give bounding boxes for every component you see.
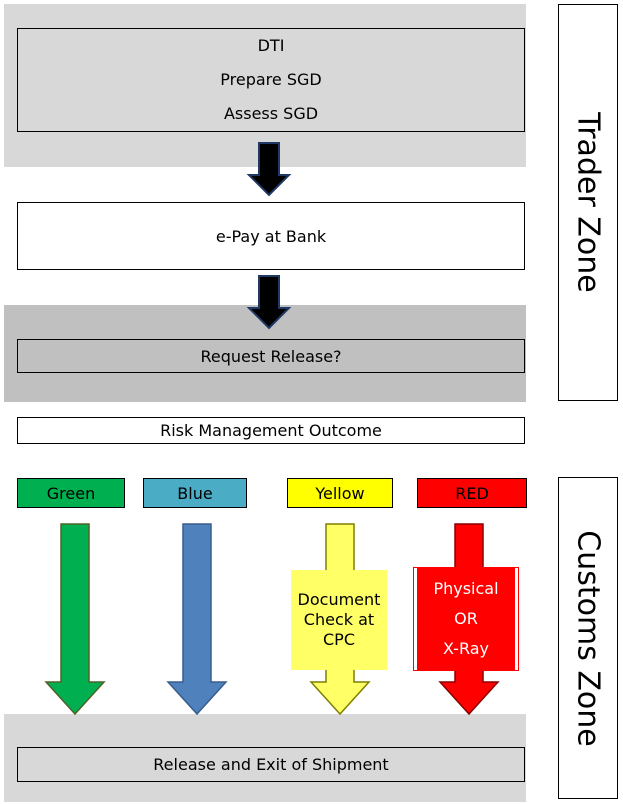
request-release-label: Request Release? xyxy=(200,346,342,366)
doc-check-line-3: CPC xyxy=(323,630,355,649)
customs-zone-panel: Customs Zone xyxy=(558,477,618,799)
trader-zone-label: Trader Zone xyxy=(570,112,606,293)
physical-line: Physical xyxy=(433,579,499,598)
release-band xyxy=(4,714,526,802)
doc-check-line-1: Document xyxy=(297,590,381,609)
doc-check-line-2: Check at xyxy=(303,610,375,629)
risk-outcome-label: Risk Management Outcome xyxy=(160,421,382,440)
release-exit-box: Release and Exit of Shipment xyxy=(17,747,525,782)
lane-green-label: Green xyxy=(46,483,96,503)
document-check-box: Document Check at CPC xyxy=(291,570,387,670)
assess-sgd-label: Assess SGD xyxy=(223,104,319,123)
dti-prepare-assess-box: DTI Prepare SGD Assess SGD xyxy=(17,28,525,132)
lane-blue-label: Blue xyxy=(177,483,213,503)
blue-lane-arrow xyxy=(166,523,228,716)
request-release-box: Request Release? xyxy=(17,339,525,373)
customs-zone-label: Customs Zone xyxy=(570,529,606,747)
lane-tag-blue: Blue xyxy=(143,478,247,508)
release-exit-label: Release and Exit of Shipment xyxy=(153,755,389,774)
epay-label: e-Pay at Bank xyxy=(215,226,327,246)
lane-tag-green: Green xyxy=(17,478,125,508)
prepare-sgd-label: Prepare SGD xyxy=(220,70,322,89)
trader-zone-panel: Trader Zone xyxy=(558,4,618,401)
dti-label: DTI xyxy=(257,36,285,55)
lane-tag-red: RED xyxy=(417,478,527,508)
xray-line: X-Ray xyxy=(443,639,489,658)
lane-yellow-label: Yellow xyxy=(315,483,365,503)
lane-tag-yellow: Yellow xyxy=(287,478,393,508)
physical-xray-box: Physical OR X-Ray xyxy=(413,567,519,671)
lane-red-label: RED xyxy=(455,483,489,503)
flow-arrow-1 xyxy=(246,142,292,197)
trader-top-band xyxy=(4,4,526,167)
flow-arrow-2 xyxy=(246,275,292,330)
risk-outcome-box: Risk Management Outcome xyxy=(17,417,525,444)
or-line: OR xyxy=(454,609,478,628)
green-lane-arrow xyxy=(44,523,106,716)
epay-box: e-Pay at Bank xyxy=(17,202,525,270)
